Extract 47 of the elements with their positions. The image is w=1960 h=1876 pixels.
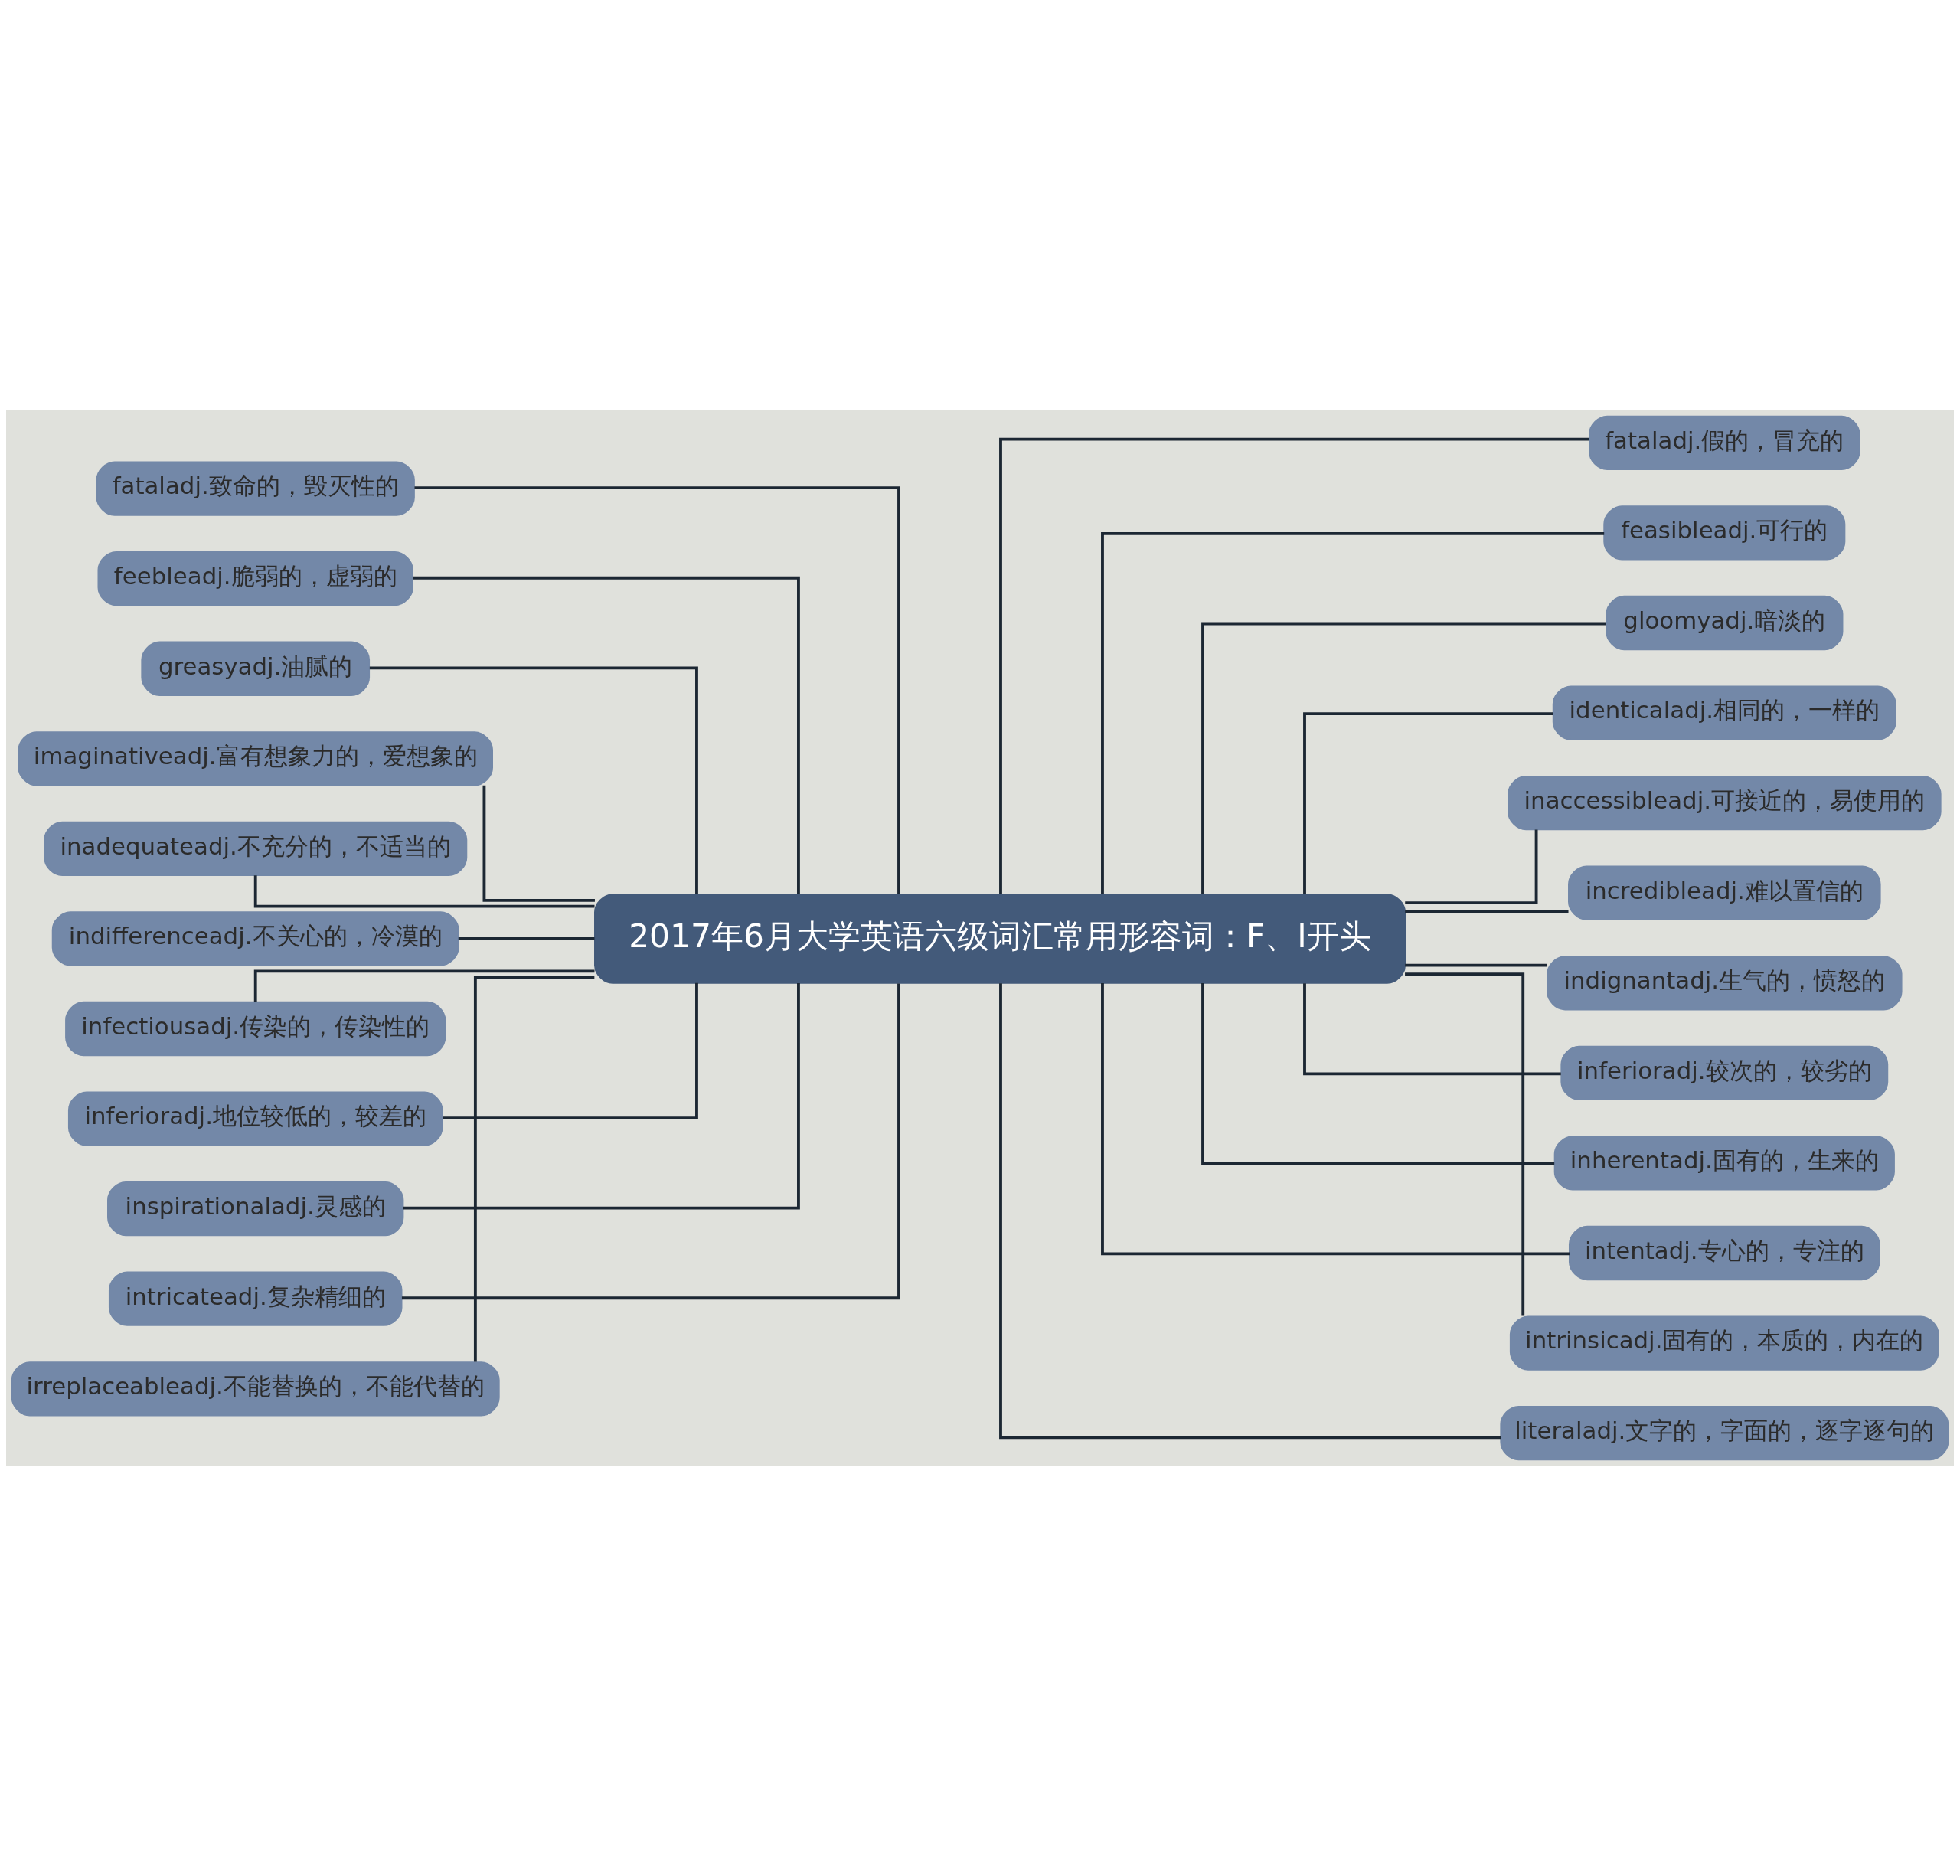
connector [1405,963,1547,967]
node-box: intentadj.专心的，专注的 [1569,1225,1880,1281]
connector [369,666,698,894]
node-box: gloomyadj.暗淡的 [1606,595,1844,651]
node-box: fataladj.假的，冒充的 [1589,415,1860,471]
connector [253,969,595,1002]
node-box: inferioradj.地位较低的，较差的 [67,1091,443,1146]
node-box: inherentadj.固有的，生来的 [1553,1136,1895,1191]
connector [413,576,800,894]
connector [1201,983,1555,1165]
connector [1101,532,1605,894]
connector [414,486,900,894]
connector [253,875,595,908]
connector [999,437,1589,895]
connector [1405,910,1569,913]
node-box: inspirationaladj.灵感的 [107,1181,404,1237]
connector [473,976,595,1362]
node-box: imaginativeadj.富有想象力的，爱想象的 [18,731,493,786]
connector [403,983,800,1210]
node-box: literaladj.文字的，字面的，逐字逐句的 [1500,1405,1949,1461]
connector [1405,972,1525,1316]
node-box: fataladj.致命的，毁灭性的 [96,461,415,516]
node-box: intricateadj.复杂精细的 [108,1271,403,1326]
node-box: feebleadj.脆弱的，虚弱的 [97,551,413,606]
node-box: inaccessibleadj.可接近的，易使用的 [1508,776,1942,831]
node-box: 2017年6月大学英语六级词汇常用形容词：F、I开头 [594,894,1406,984]
node-box: indifferenceadj.不关心的，冷漠的 [51,911,459,966]
connector [1303,712,1553,894]
connector [1303,983,1561,1076]
node-box: greasyadj.油腻的 [141,641,371,696]
connector [482,785,595,902]
node-box: indignantadj.生气的，愤怒的 [1547,956,1903,1011]
node-box: inferioradj.较次的，较劣的 [1560,1045,1889,1100]
connector [443,982,698,1120]
node-box: intrinsicadj.固有的，本质的，内在的 [1509,1315,1939,1371]
connector [999,983,1501,1440]
node-box: identicaladj.相同的，一样的 [1552,685,1896,740]
node-box: irreplaceableadj.不能替换的，不能代替的 [11,1361,500,1417]
node-box: inadequateadj.不充分的，不适当的 [44,821,468,877]
connector [401,983,900,1300]
connector [1101,983,1570,1256]
node-box: feasibleadj.可行的 [1603,505,1846,561]
connector [1201,622,1606,894]
connector [1405,829,1538,904]
node-box: infectiousadj.传染的，传染性的 [65,1001,446,1057]
node-box: incredibleadj.难以置信的 [1568,865,1881,920]
connector [458,937,595,940]
